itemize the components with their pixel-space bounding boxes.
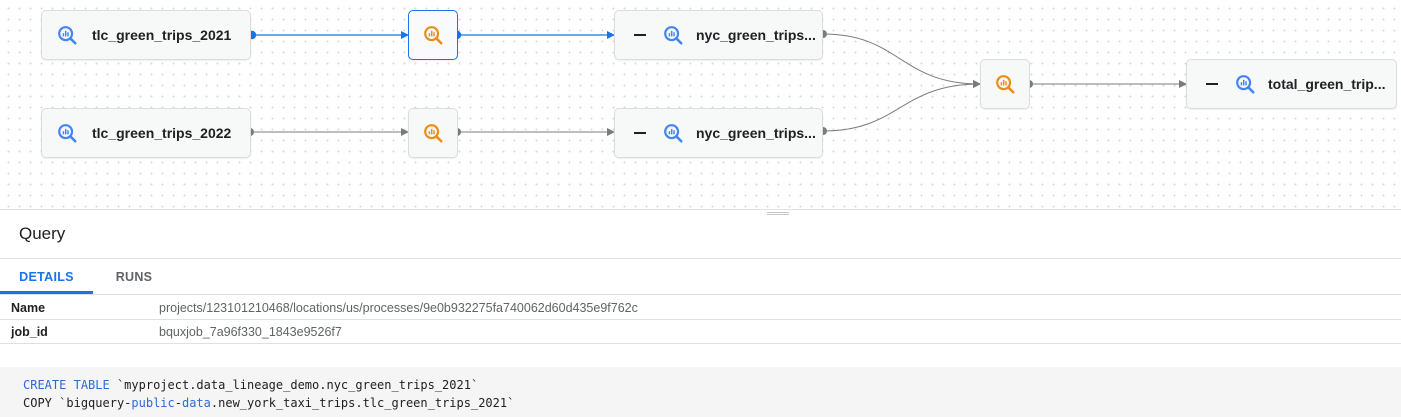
table-node-nyc-green-trips-2021[interactable]: nyc_green_trips... [614, 10, 823, 60]
details-tabs: DETAILS RUNS [0, 258, 1401, 295]
property-key: job_id [11, 325, 48, 339]
minus-icon[interactable] [634, 132, 646, 134]
bigquery-query-icon [424, 26, 443, 45]
sql-operator: - [174, 396, 182, 410]
table-node-nyc-green-trips-2022[interactable]: nyc_green_trips... [614, 108, 823, 158]
bigquery-table-icon [58, 124, 77, 143]
bigquery-query-icon [424, 124, 443, 143]
property-value: bquxjob_7a96f330_1843e9526f7 [159, 325, 342, 339]
bigquery-table-icon [664, 124, 683, 143]
lineage-graph-canvas[interactable]: tlc_green_trips_2021 tlc_green_trips_202… [0, 0, 1401, 209]
resize-handle[interactable] [767, 212, 789, 215]
property-row-name: Name projects/123101210468/locations/us/… [0, 296, 1401, 320]
bigquery-query-icon [996, 75, 1015, 94]
bigquery-table-icon [58, 26, 77, 45]
sql-code-block: CREATE TABLE `myproject.data_lineage_dem… [0, 367, 1401, 417]
property-value: projects/123101210468/locations/us/proce… [159, 301, 638, 315]
bigquery-table-icon [664, 26, 683, 45]
sql-keyword: COPY [23, 396, 52, 410]
minus-icon[interactable] [634, 34, 646, 36]
tab-details[interactable]: DETAILS [19, 270, 74, 284]
sql-keyword: public [131, 396, 175, 410]
code-line-2: COPY `bigquery-public-data.new_york_taxi… [23, 396, 514, 410]
process-node-query-total[interactable] [980, 59, 1030, 109]
table-node-total-green-trips[interactable]: total_green_trip... [1186, 59, 1397, 109]
sql-keyword: data [181, 396, 211, 410]
panel-divider [0, 209, 1401, 210]
sql-identifier: `bigquery- [59, 396, 132, 410]
tab-runs[interactable]: RUNS [115, 270, 153, 284]
sql-identifier: `myproject.data_lineage_demo.nyc_green_t… [116, 378, 479, 392]
panel-title: Query [19, 224, 66, 243]
process-node-query-2022[interactable] [408, 108, 458, 158]
active-tab-indicator [0, 291, 93, 294]
table-node-label: tlc_green_trips_2021 [92, 27, 232, 43]
minus-icon[interactable] [1206, 83, 1218, 85]
sql-keyword: CREATE [23, 378, 67, 392]
edge-nyc2021-to-proctotal [822, 33, 981, 88]
sql-identifier: .new_york_taxi_trips.tlc_green_trips_202… [210, 396, 515, 410]
process-node-query-2021[interactable] [408, 10, 458, 60]
property-key: Name [11, 301, 46, 315]
property-row-job-id: job_id bquxjob_7a96f330_1843e9526f7 [0, 320, 1401, 344]
table-node-label: nyc_green_trips... [696, 125, 816, 141]
table-node-tlc-green-trips-2021[interactable]: tlc_green_trips_2021 [41, 10, 251, 60]
table-node-label: total_green_trip... [1268, 76, 1386, 92]
sql-keyword: TABLE [73, 378, 110, 392]
code-line-1: CREATE TABLE `myproject.data_lineage_dem… [23, 378, 478, 392]
table-node-label: tlc_green_trips_2022 [92, 125, 232, 141]
bigquery-table-icon [1236, 75, 1255, 94]
edge-nyc2022-to-proctotal [822, 80, 981, 132]
table-node-tlc-green-trips-2022[interactable]: tlc_green_trips_2022 [41, 108, 251, 158]
table-node-label: nyc_green_trips... [696, 27, 816, 43]
